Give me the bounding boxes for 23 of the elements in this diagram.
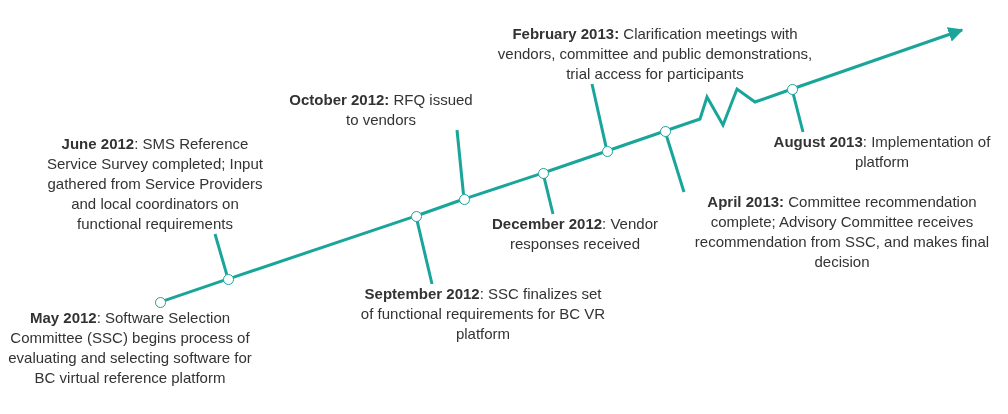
timeline-line xyxy=(467,172,540,200)
timeline-line xyxy=(610,131,662,151)
milestone-text: April 2013: Committee recommendation complete; Advisory Committee receives recommendation from SSC, and makes final decision xyxy=(693,192,991,272)
milestone-text: September 2012: SSC finalizes set of functional requirements for BC VR platform xyxy=(359,284,607,344)
leader-line xyxy=(791,93,805,133)
milestone-text: June 2012: SMS Reference Service Survey completed; Input gathered from Service Providers and local coordinators on functional requirements xyxy=(46,134,264,234)
leader-line xyxy=(664,134,686,193)
leader-line xyxy=(590,83,608,147)
leader-line xyxy=(455,129,465,195)
milestone-text: May 2012: Software Selection Committee (SSC) begins process of evaluating and selecting software for BC virtual reference platform xyxy=(7,308,253,388)
milestone-text: December 2012: Vendor responses received xyxy=(491,214,659,254)
milestone-text: October 2012: RFQ issued to vendors xyxy=(288,90,474,130)
milestone-text: February 2013: Clarification meetings with vendors, committee and public demonstrations, trial access for participants xyxy=(496,24,814,84)
timeline-line xyxy=(668,86,789,131)
leader-line xyxy=(542,177,555,215)
timeline-line xyxy=(546,151,604,173)
timeline-line xyxy=(163,278,225,303)
timeline-line xyxy=(419,199,461,216)
milestone-text: August 2013: Implementation of platform xyxy=(772,132,992,172)
leader-line xyxy=(213,233,229,276)
timeline-arrow xyxy=(795,27,964,89)
leader-line xyxy=(415,220,434,285)
timeline-line xyxy=(231,215,413,280)
